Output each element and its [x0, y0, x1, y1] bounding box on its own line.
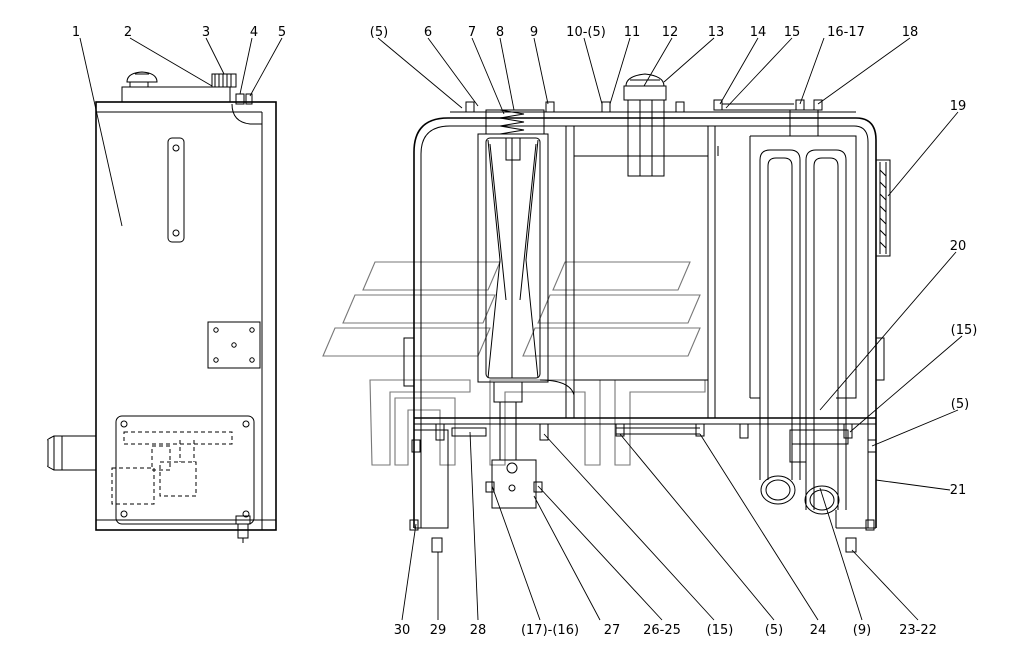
callout-27: 27	[604, 623, 621, 638]
callout-5: 5	[278, 25, 286, 40]
callout-6: 6	[424, 25, 432, 40]
callout-8: 8	[496, 25, 504, 40]
callout-21: 21	[950, 483, 967, 498]
watermark-logo	[322, 261, 706, 466]
callout-5-ref-bottom: (5)	[765, 623, 783, 638]
callout-18: 18	[902, 25, 919, 40]
callout-7: 7	[468, 25, 476, 40]
callout-20: 20	[950, 239, 967, 254]
callout-26-25: 26-25	[643, 623, 681, 638]
callout-4: 4	[250, 25, 258, 40]
callout-5-ref-right: (5)	[951, 397, 969, 412]
callout-15-ref-right: (15)	[951, 323, 978, 338]
callout-10-5: 10-(5)	[566, 25, 606, 40]
callout-17-16-ref: (17)-(16)	[521, 623, 579, 638]
callout-12: 12	[662, 25, 679, 40]
callout-29: 29	[430, 623, 447, 638]
callout-11: 11	[624, 25, 641, 40]
section-view	[403, 73, 891, 553]
callout-23-22: 23-22	[899, 623, 937, 638]
callout-14: 14	[750, 25, 767, 40]
callout-24: 24	[810, 623, 827, 638]
callout-15-ref-bottom: (15)	[707, 623, 734, 638]
callout-30: 30	[394, 623, 411, 638]
callout-5-ref-top: (5)	[370, 25, 388, 40]
callout-13: 13	[708, 25, 725, 40]
callout-3: 3	[202, 25, 210, 40]
callout-28: 28	[470, 623, 487, 638]
leader-lines	[79, 37, 963, 621]
callout-labels: 1 2 3 4 5 (5) 6 7 8 9 10-(5) 11 12 13 14…	[72, 25, 977, 638]
callout-16-17: 16-17	[827, 25, 865, 40]
callout-15: 15	[784, 25, 801, 40]
callout-9-ref-bottom: (9)	[853, 623, 871, 638]
side-view	[47, 71, 277, 543]
callout-9: 9	[530, 25, 538, 40]
callout-19: 19	[950, 99, 967, 114]
callout-1: 1	[72, 25, 80, 40]
callout-2: 2	[124, 25, 132, 40]
